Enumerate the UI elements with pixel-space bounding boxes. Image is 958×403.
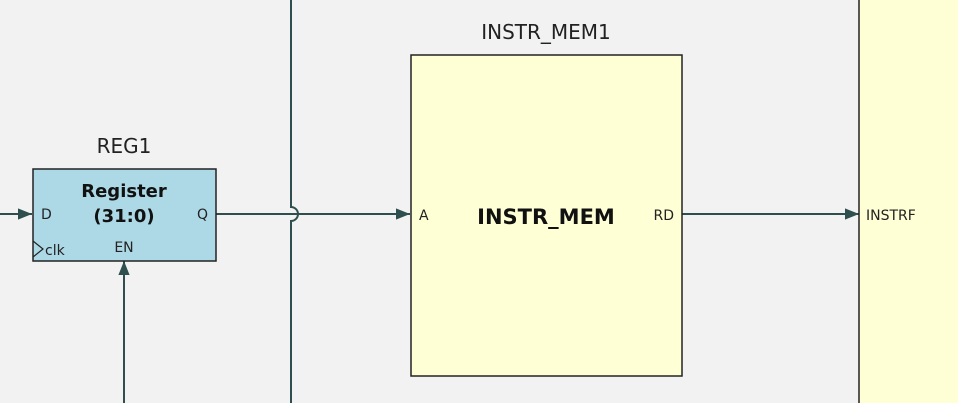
register-body[interactable] (32, 168, 217, 262)
right-block-port-instrf: INSTRF (866, 208, 916, 224)
instr-mem-port-a: A (419, 208, 429, 224)
instr-mem-body[interactable] (410, 54, 683, 377)
register-port-q: Q (197, 207, 208, 223)
vertical-bus-wire[interactable] (290, 0, 299, 403)
register-title-line2: (31:0) (93, 206, 154, 227)
clock-triangle-icon (32, 240, 44, 258)
instr-mem-title: INSTR_MEM (477, 205, 615, 229)
instr-mem-port-rd: RD (653, 208, 674, 224)
wires (0, 0, 859, 403)
instr-mem-block[interactable]: INSTR_MEM1 INSTR_MEM A RD (410, 20, 683, 377)
register-instance-name: REG1 (97, 134, 152, 158)
register-title-line1: Register (81, 181, 167, 202)
register-block[interactable]: REG1 Register (31:0) D Q clk EN (32, 134, 217, 262)
right-block[interactable]: INSTRF (858, 0, 958, 403)
right-block-body[interactable] (858, 0, 958, 403)
instr-mem-instance-name: INSTR_MEM1 (481, 20, 611, 44)
register-port-en: EN (114, 240, 133, 256)
register-port-clk: clk (45, 243, 66, 259)
register-port-d: D (41, 207, 52, 223)
